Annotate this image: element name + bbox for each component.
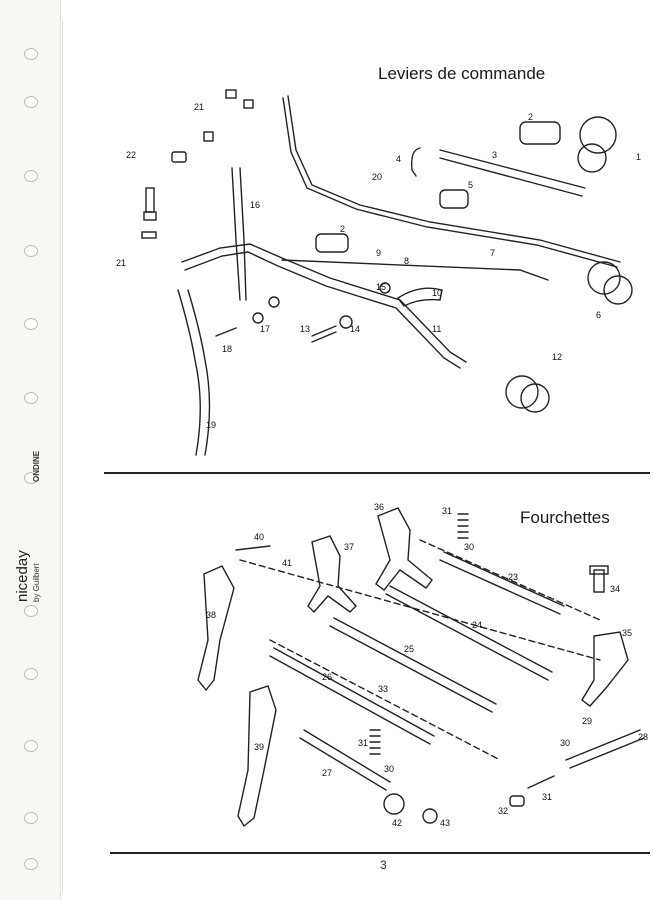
fork-part-callout-label: 35: [622, 628, 632, 638]
punch-hole: [24, 668, 38, 680]
fork-part-callout-label: 32: [498, 806, 508, 816]
fork-part-callout-label: 33: [378, 684, 388, 694]
fork-part-callout-label: 28: [638, 732, 648, 742]
lever-part-callout-label: 14: [350, 324, 360, 334]
document-page: [62, 22, 651, 892]
lever-part-callout-label: 19: [206, 420, 216, 430]
lever-part-callout-label: 6: [596, 310, 601, 320]
fork-part-callout-label: 26: [322, 672, 332, 682]
lever-part-callout-label: 21: [116, 258, 126, 268]
lever-part-callout-label: 18: [222, 344, 232, 354]
lever-part-callout-label: 2: [528, 112, 533, 122]
punch-hole: [24, 812, 38, 824]
fork-part-callout-label: 43: [440, 818, 450, 828]
fork-assembly-drawing: [197, 507, 645, 828]
lever-part-callout-label: 3: [492, 150, 497, 160]
lever-part-callout-label: 7: [490, 248, 495, 258]
punch-hole: [24, 740, 38, 752]
lever-part-callout-label: 9: [376, 248, 381, 258]
section-title-levers: Leviers de commande: [378, 64, 546, 83]
lever-part-callout-label: 2: [340, 224, 345, 234]
punch-hole: [24, 245, 38, 257]
punch-hole: [24, 170, 38, 182]
fork-part-callout-label: 31: [358, 738, 368, 748]
fork-part-callout-label: 36: [374, 502, 384, 512]
fork-part-callout-label: 41: [282, 558, 292, 568]
punch-hole: [24, 318, 38, 330]
punch-hole: [24, 96, 38, 108]
fork-part-callout-label: 24: [472, 620, 482, 630]
fork-part-callout-label: 23: [508, 572, 518, 582]
lever-part-callout-label: 15: [376, 282, 386, 292]
fork-part-callout-label: 27: [322, 768, 332, 778]
punch-hole: [24, 472, 38, 484]
lever-part-callout-label: 12: [552, 352, 562, 362]
fork-part-callout-label: 29: [582, 716, 592, 726]
fork-part-callout-label: 39: [254, 742, 264, 752]
lever-part-callout-label: 5: [468, 180, 473, 190]
punch-hole: [24, 48, 38, 60]
binder-strip: niceday by Guilbert ONDINE: [0, 0, 61, 900]
bottom-part-labels: 23 24 25 26 27 29 30 30 30 31 31 31 32 33 34 35 36 37 38 39…: [206, 502, 648, 828]
lever-part-callout-label: 4: [396, 154, 401, 164]
fork-part-callout-label: 30: [384, 764, 394, 774]
fork-part-callout-label: 37: [344, 542, 354, 552]
fork-part-callout-label: 25: [404, 644, 414, 654]
fork-part-callout-label: 31: [542, 792, 552, 802]
lever-part-callout-label: 13: [300, 324, 310, 334]
lever-part-callout-label: 10: [432, 288, 442, 298]
fork-part-callout-label: 30: [560, 738, 570, 748]
fork-part-callout-label: 31: [442, 506, 452, 516]
footer-rule: [110, 852, 650, 854]
lever-assembly-drawing: [141, 89, 633, 456]
section-title-forks: Fourchettes: [520, 508, 610, 527]
fork-part-callout-label: 42: [392, 818, 402, 828]
punch-hole: [24, 605, 38, 617]
section-divider: [104, 472, 650, 474]
lever-part-callout-label: 17: [260, 324, 270, 334]
page-number: 3: [380, 858, 387, 872]
lever-part-callout-label: 11: [432, 324, 441, 334]
lever-part-callout-label: 16: [250, 200, 260, 210]
lever-part-callout-label: 20: [372, 172, 382, 182]
lever-part-callout-label: 22: [126, 150, 136, 160]
fork-part-callout-label: 38: [206, 610, 216, 620]
lever-part-callout-label: 8: [404, 256, 409, 266]
fork-part-callout-label: 30: [464, 542, 474, 552]
lever-part-callout-label: 1: [636, 152, 641, 162]
lever-part-callout-label: 21: [194, 102, 204, 112]
punch-hole: [24, 392, 38, 404]
fork-part-callout-label: 40: [254, 532, 264, 542]
punch-hole: [24, 858, 38, 870]
fork-part-callout-label: 34: [610, 584, 620, 594]
